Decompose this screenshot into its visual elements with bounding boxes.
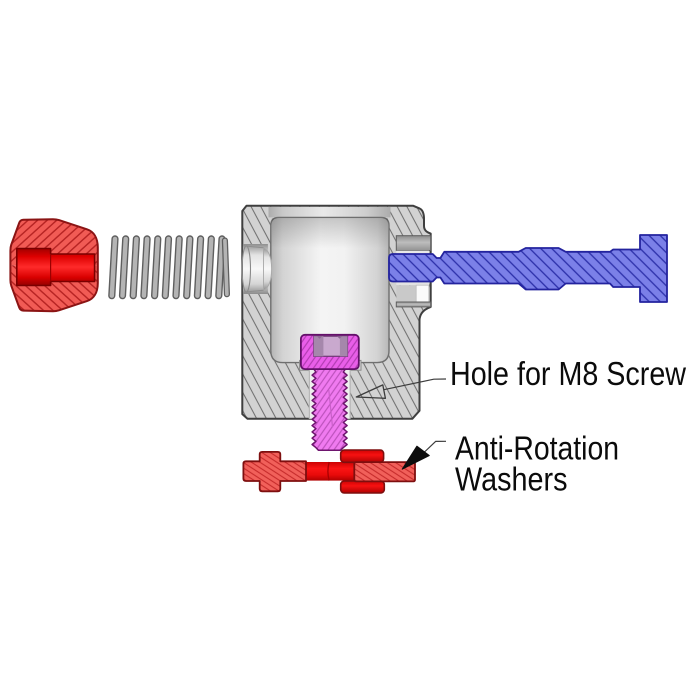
spring-coil [118,235,130,300]
filled-arrowhead [401,445,430,470]
washer-flange-top [339,449,385,464]
compression-spring [108,235,230,300]
shaft-boss [395,235,432,308]
washers-label-line1: Anti-Rotation [455,430,619,467]
shaft [388,234,668,303]
spring-end-wire [221,237,230,298]
m8-screw [299,333,360,452]
spring-coil [129,235,140,300]
washers-callout: Anti-Rotation Washers [401,430,619,498]
anti-rotation-washers [242,449,416,494]
open-arrowhead [355,384,387,399]
callouts: Hole for M8 Screw Anti-Rotation Washers [355,356,687,498]
bore-top-shadow [271,218,388,249]
spring-coil [151,235,162,300]
washer-tab [242,451,307,493]
hole-callout: Hole for M8 Screw [355,356,687,399]
shaft-section [388,234,668,303]
spring-coil [161,235,173,300]
housing-body [241,204,432,420]
spring-coils [108,235,230,300]
washer-plate [353,461,416,483]
spring-coil [204,235,215,300]
spring-coil [172,235,183,300]
body-bore [270,216,390,364]
spring-hole [241,244,273,294]
spring-coil [183,235,194,300]
washers-label-line2: Washers [455,461,568,498]
clamp-knob [9,218,99,313]
screw-socket [313,335,349,357]
thread-lead-line [328,389,334,428]
body-rim-band [268,206,391,218]
spring-coil [193,235,205,300]
spring-coil [108,235,119,300]
spring-coil [215,235,226,300]
knob-bore [16,247,96,287]
spring-coil [140,235,151,300]
screw-shank [311,368,348,452]
hole-label: Hole for M8 Screw [450,356,687,393]
washer-flange-bottom [339,480,386,494]
washer-middle [305,462,355,481]
